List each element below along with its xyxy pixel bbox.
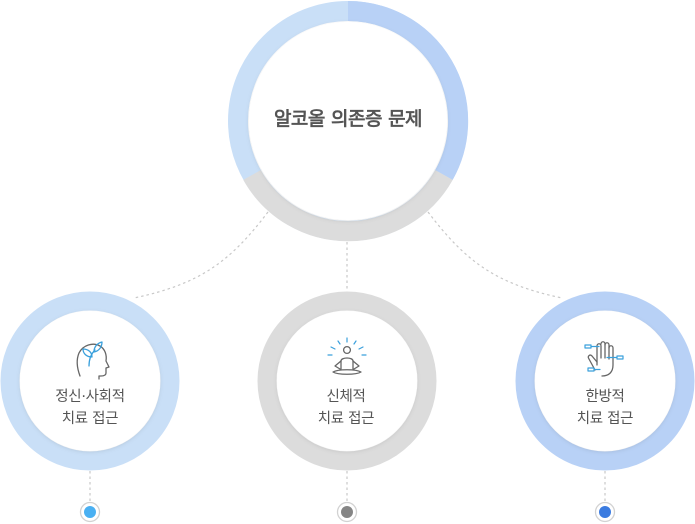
branch-label-left: 정신·사회적 치료 접근 — [15, 386, 165, 430]
branch-disc-left — [20, 311, 160, 451]
connectors — [89, 211, 606, 502]
branch-label-right-line2: 치료 접근 — [576, 411, 634, 427]
center-ring-gray-arc — [243, 169, 453, 242]
center-disc — [249, 22, 447, 220]
center-ring-blue-arc — [347, 0, 469, 180]
branch-disc-middle — [277, 311, 417, 451]
branch-ring-middle — [257, 291, 437, 471]
branch-node-right — [515, 291, 695, 471]
branch-label-left-line2: 치료 접근 — [61, 411, 119, 427]
dot-left — [84, 506, 96, 518]
bottom-dots — [79, 501, 616, 523]
connector-right — [427, 211, 563, 299]
meditation-icon — [327, 337, 367, 375]
dot-right — [599, 506, 611, 518]
branch-label-right: 한방적 치료 접근 — [530, 386, 680, 430]
branch-label-right-line1: 한방적 — [585, 389, 625, 405]
branch-node-middle — [257, 291, 437, 471]
branch-disc-right — [535, 311, 675, 451]
branch-ring-left — [0, 291, 180, 471]
branch-label-middle-line2: 치료 접근 — [317, 411, 375, 427]
head-sprout-icon — [76, 341, 110, 380]
branch-node-left — [0, 291, 180, 471]
center-title: 알코올 의존증 문제 — [273, 108, 423, 130]
connector-left — [133, 211, 269, 299]
branch-label-middle: 신체적 치료 접근 — [271, 386, 421, 430]
branch-label-middle-line1: 신체적 — [326, 389, 366, 405]
acupuncture-hand-icon — [584, 341, 624, 377]
center-node — [228, 0, 469, 242]
branch-label-left-line1: 정신·사회적 — [55, 389, 125, 405]
dot-middle — [341, 506, 353, 518]
branch-ring-right — [515, 291, 695, 471]
